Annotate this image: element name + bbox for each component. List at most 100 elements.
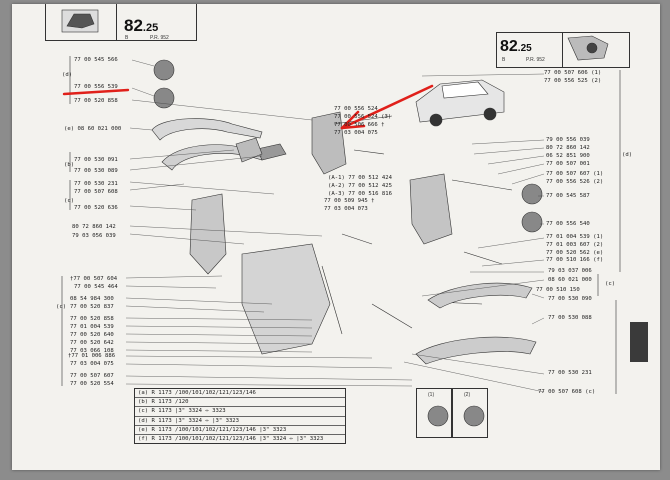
red-underline-mark xyxy=(62,88,130,96)
right-page-letter: B xyxy=(502,57,506,63)
red-arrow-head xyxy=(340,110,366,130)
left-part-number: 77 00 530 091 xyxy=(74,157,118,163)
right-part-number: 06 52 851 900 xyxy=(546,153,590,159)
variant-box-1 xyxy=(416,388,452,438)
left-part-number: 77 00 520 554 xyxy=(70,381,114,387)
right-part-number: 77 00 507 607 (1) xyxy=(546,171,604,177)
exploded-diagram xyxy=(61,9,621,427)
lock-cylinder-round-icon xyxy=(153,59,543,427)
left-page-note: P.R. 952 xyxy=(150,35,169,41)
legend-row-letter: (a) xyxy=(138,390,152,396)
right-part-number: 77 00 530 090 xyxy=(548,296,592,302)
right-part-number: 79 00 556 039 xyxy=(546,137,590,143)
legend-row: (b) R 1173 /120 xyxy=(135,398,345,408)
left-page-letter: B xyxy=(125,35,129,41)
legend-row-text: R 1173 /120 xyxy=(151,399,189,406)
right-part-number: 80 72 860 142 xyxy=(546,145,590,151)
door-lock-plate-icon xyxy=(235,137,287,163)
door-latch-mechanism-icon xyxy=(189,111,453,355)
legend-row-letter: (f) xyxy=(138,435,152,442)
left-part-number: 77 03 004 075 xyxy=(70,361,114,367)
right-part-number: 77 01 003 607 (2) xyxy=(546,242,604,248)
parts-catalog-page: 82.25 B P.R. 952 82.25 B P.R. 952 xyxy=(12,4,660,470)
center-part-number: 77 00 556 524 xyxy=(334,106,378,112)
left-part-number: 77 00 530 089 xyxy=(74,168,118,174)
legend-row: (f) R 1173 /100/101/102/121/123/146 |3" … xyxy=(135,435,345,443)
right-part-number: 77 00 530 231 xyxy=(548,370,592,376)
right-part-number: 77 00 507 606 (1) xyxy=(544,70,602,76)
right-part-number: 77 00 507 608 (c) xyxy=(538,389,596,395)
left-part-number: †77 00 507 604 xyxy=(70,276,118,282)
right-page-number: 82.25 xyxy=(500,38,532,56)
right-part-number: 77 00 530 088 xyxy=(548,315,592,321)
legend-row-text: R 1173 /100/101/102/121/123/146 |3" 3324… xyxy=(151,435,324,442)
right-part-number: 79 03 037 006 xyxy=(548,268,592,274)
right-part-number: 77 00 507 001 xyxy=(546,161,590,167)
right-part-number: 77 01 004 539 (1) xyxy=(546,234,604,240)
variant-letter: (b) xyxy=(64,162,75,168)
legend-row-letter: (d) xyxy=(138,417,152,424)
legend-row-text: R 1173 /100/101/102/121/123/146 |3" 3323 xyxy=(151,426,287,433)
left-part-number: 77 00 520 642 xyxy=(70,340,114,346)
left-part-number: 77 00 520 858 xyxy=(70,316,114,322)
variant-letter: (d) xyxy=(622,152,633,158)
center-part-number: (A-3) 77 00 516 816 xyxy=(328,191,392,197)
page-index-tab xyxy=(630,322,648,362)
variant-box-2 xyxy=(452,388,488,438)
right-page-number-sub: .25 xyxy=(517,43,532,54)
left-page-number-sub: .25 xyxy=(142,22,159,34)
left-part-number: 77 00 507 608 xyxy=(74,189,118,195)
legend-row-text: R 1173 |3" 3324 ⇔ 3323 xyxy=(151,408,226,415)
center-part-number: (A-1) 77 00 512 424 xyxy=(328,175,392,181)
red-arrow-annotation xyxy=(62,84,434,130)
left-part-number: 77 00 545 464 xyxy=(74,284,118,290)
left-part-number: 77 00 556 539 xyxy=(74,84,118,90)
left-part-number: (e) 08 60 021 000 xyxy=(64,126,122,132)
legend-row-letter: (c) xyxy=(138,408,152,415)
left-part-number: 77 00 507 607 xyxy=(70,373,114,379)
variant-box-1-label: (1) xyxy=(428,392,435,398)
variant-legend-table: (a) R 1173 /100/101/102/121/123/146 (b) R… xyxy=(134,388,346,445)
center-part-number: 77 00 556 524 (3) xyxy=(334,114,392,120)
left-thumbnail-handle-icon xyxy=(61,9,99,33)
leader-lines xyxy=(125,59,545,393)
door-handle-right-icon xyxy=(415,282,537,365)
red-arrow-line xyxy=(340,84,434,130)
center-part-number: 77 00 509 945 † xyxy=(324,198,375,204)
variant-letter: (c) xyxy=(56,304,67,310)
right-part-number: 77 00 520 562 (e) xyxy=(546,250,604,256)
left-page-number: 82.25 xyxy=(124,16,158,36)
left-part-number: 77 00 530 231 xyxy=(74,181,118,187)
right-part-number: 08 60 021 000 xyxy=(548,277,592,283)
right-thumbnail-frame xyxy=(562,32,630,68)
legend-row-text: R 1173 |3" 3324 ⇔ |3" 3323 xyxy=(151,417,240,424)
legend-row-letter: (b) xyxy=(138,399,152,406)
legend-row-letter: (e) xyxy=(138,426,152,433)
right-page-note: P.R. 952 xyxy=(526,57,545,63)
legend-row: (c) R 1173 |3" 3324 ⇔ 3323 xyxy=(135,407,345,417)
variant-letter: (c) xyxy=(605,281,616,287)
left-part-number: 77 00 520 837 xyxy=(70,304,114,310)
right-part-number: 77 00 510 166 (f) xyxy=(546,257,604,263)
left-part-number: †77 01 006 886 xyxy=(68,353,116,359)
variant-letter: (d) xyxy=(62,72,73,78)
left-part-number: 80 72 860 142 xyxy=(72,224,116,230)
left-page-number-main: 82 xyxy=(124,16,143,35)
left-part-number: 08 54 984 300 xyxy=(70,296,114,302)
variant-letter: (c) xyxy=(64,198,75,204)
left-part-number: 77 00 520 858 xyxy=(74,98,118,104)
legend-row-text: R 1173 /100/101/102/121/123/146 xyxy=(151,390,256,396)
right-thumbnail-lock-icon xyxy=(567,35,609,61)
left-part-number: 77 01 004 539 xyxy=(70,324,114,330)
right-part-number: 77 00 545 587 xyxy=(546,193,590,199)
center-part-number: 77 03 004 073 xyxy=(324,206,368,212)
right-page-number-main: 82 xyxy=(500,38,518,55)
car-illustration xyxy=(415,79,505,127)
center-part-number: (A-2) 77 00 512 425 xyxy=(328,183,392,189)
legend-row: (e) R 1173 /100/101/102/121/123/146 |3" … xyxy=(135,426,345,435)
left-thumbnail-frame xyxy=(45,4,117,41)
right-part-number: 77 00 556 526 (2) xyxy=(546,179,604,185)
right-part-number: 77 00 556 525 (2) xyxy=(544,78,602,84)
left-part-number: 77 00 520 640 xyxy=(70,332,114,338)
left-part-number: 77 00 545 566 xyxy=(74,57,118,63)
